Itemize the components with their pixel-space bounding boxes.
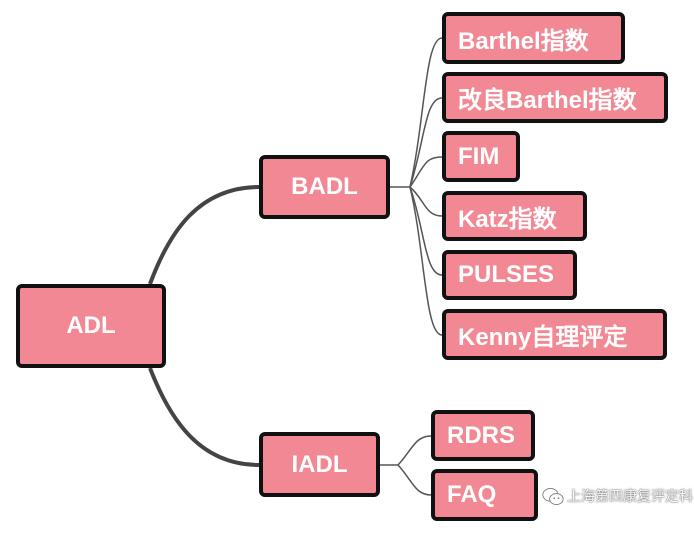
link-pulses — [409, 186, 443, 276]
node-pulses[interactable]: PULSES — [442, 250, 577, 300]
watermark: 上海第四康复评定科 — [542, 486, 693, 506]
link-faq — [397, 464, 432, 496]
link-fim — [409, 156, 443, 188]
node-adl[interactable]: ADL — [16, 284, 166, 368]
node-iadl[interactable]: IADL — [259, 432, 380, 497]
link-adl-iadl — [148, 367, 260, 467]
node-faq[interactable]: FAQ — [431, 469, 538, 521]
node-kenny[interactable]: Kenny自理评定 — [442, 309, 667, 360]
link-barthel — [409, 37, 443, 188]
node-badl[interactable]: BADL — [259, 155, 390, 219]
node-rdrs[interactable]: RDRS — [431, 410, 535, 461]
node-barthel-index[interactable]: Barthel指数 — [442, 12, 625, 64]
node-katz-index[interactable]: Katz指数 — [442, 191, 587, 241]
link-rdrs — [397, 435, 432, 466]
node-fim[interactable]: FIM — [442, 131, 520, 182]
watermark-text: 上海第四康复评定科 — [567, 488, 693, 504]
link-adl-badl — [148, 185, 260, 285]
link-katz — [409, 186, 443, 217]
node-modified-barthel-index[interactable]: 改良Barthel指数 — [442, 72, 668, 123]
link-mbarthel — [409, 97, 443, 188]
link-kenny — [409, 186, 443, 336]
wechat-icon — [542, 487, 564, 505]
